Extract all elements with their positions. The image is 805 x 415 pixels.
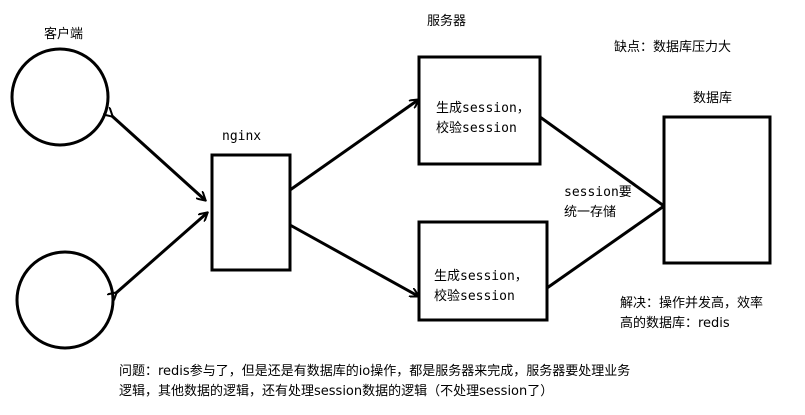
session-note-line1: session要: [564, 185, 632, 200]
connector-client-top-nginx: [112, 116, 205, 200]
client-node-top: [10, 47, 110, 147]
disadvantage-note: 缺点：数据库压力大: [614, 40, 732, 55]
client-label: 客户端: [44, 27, 84, 42]
solution-note-line2: 高的数据库：redis: [620, 316, 730, 331]
client-node-bottom: [15, 250, 115, 350]
database-label: 数据库: [693, 91, 733, 106]
nginx-node: [210, 153, 292, 272]
server-node-2: [417, 220, 549, 322]
session-note-line2: 统一存储: [564, 205, 617, 220]
server2-text-line2: 校验session: [434, 289, 515, 304]
database-node: [662, 115, 772, 265]
server2-text-line1: 生成session，: [434, 269, 528, 284]
server1-text-line1: 生成session，: [436, 101, 530, 116]
connector-client-bottom-nginx: [116, 213, 207, 293]
connector-server2-database: [546, 204, 665, 290]
nginx-label: nginx: [222, 129, 262, 144]
server1-text-line2: 校验session: [436, 121, 517, 136]
server-label: 服务器: [427, 14, 467, 29]
connector-nginx-server2: [289, 223, 418, 296]
connector-nginx-server1: [289, 100, 418, 192]
problem-note-line2: 逻辑，其他数据的逻辑，还有处理session数据的逻辑（不处理session了）: [119, 384, 554, 399]
problem-note-line1: 问题：redis参与了，但是还是有数据库的io操作，都是服务器来完成，服务器要处…: [119, 364, 631, 379]
solution-note-line1: 解决：操作并发高，效率: [620, 296, 764, 311]
connector-server1-database: [539, 115, 665, 208]
server-node-1: [417, 55, 542, 166]
